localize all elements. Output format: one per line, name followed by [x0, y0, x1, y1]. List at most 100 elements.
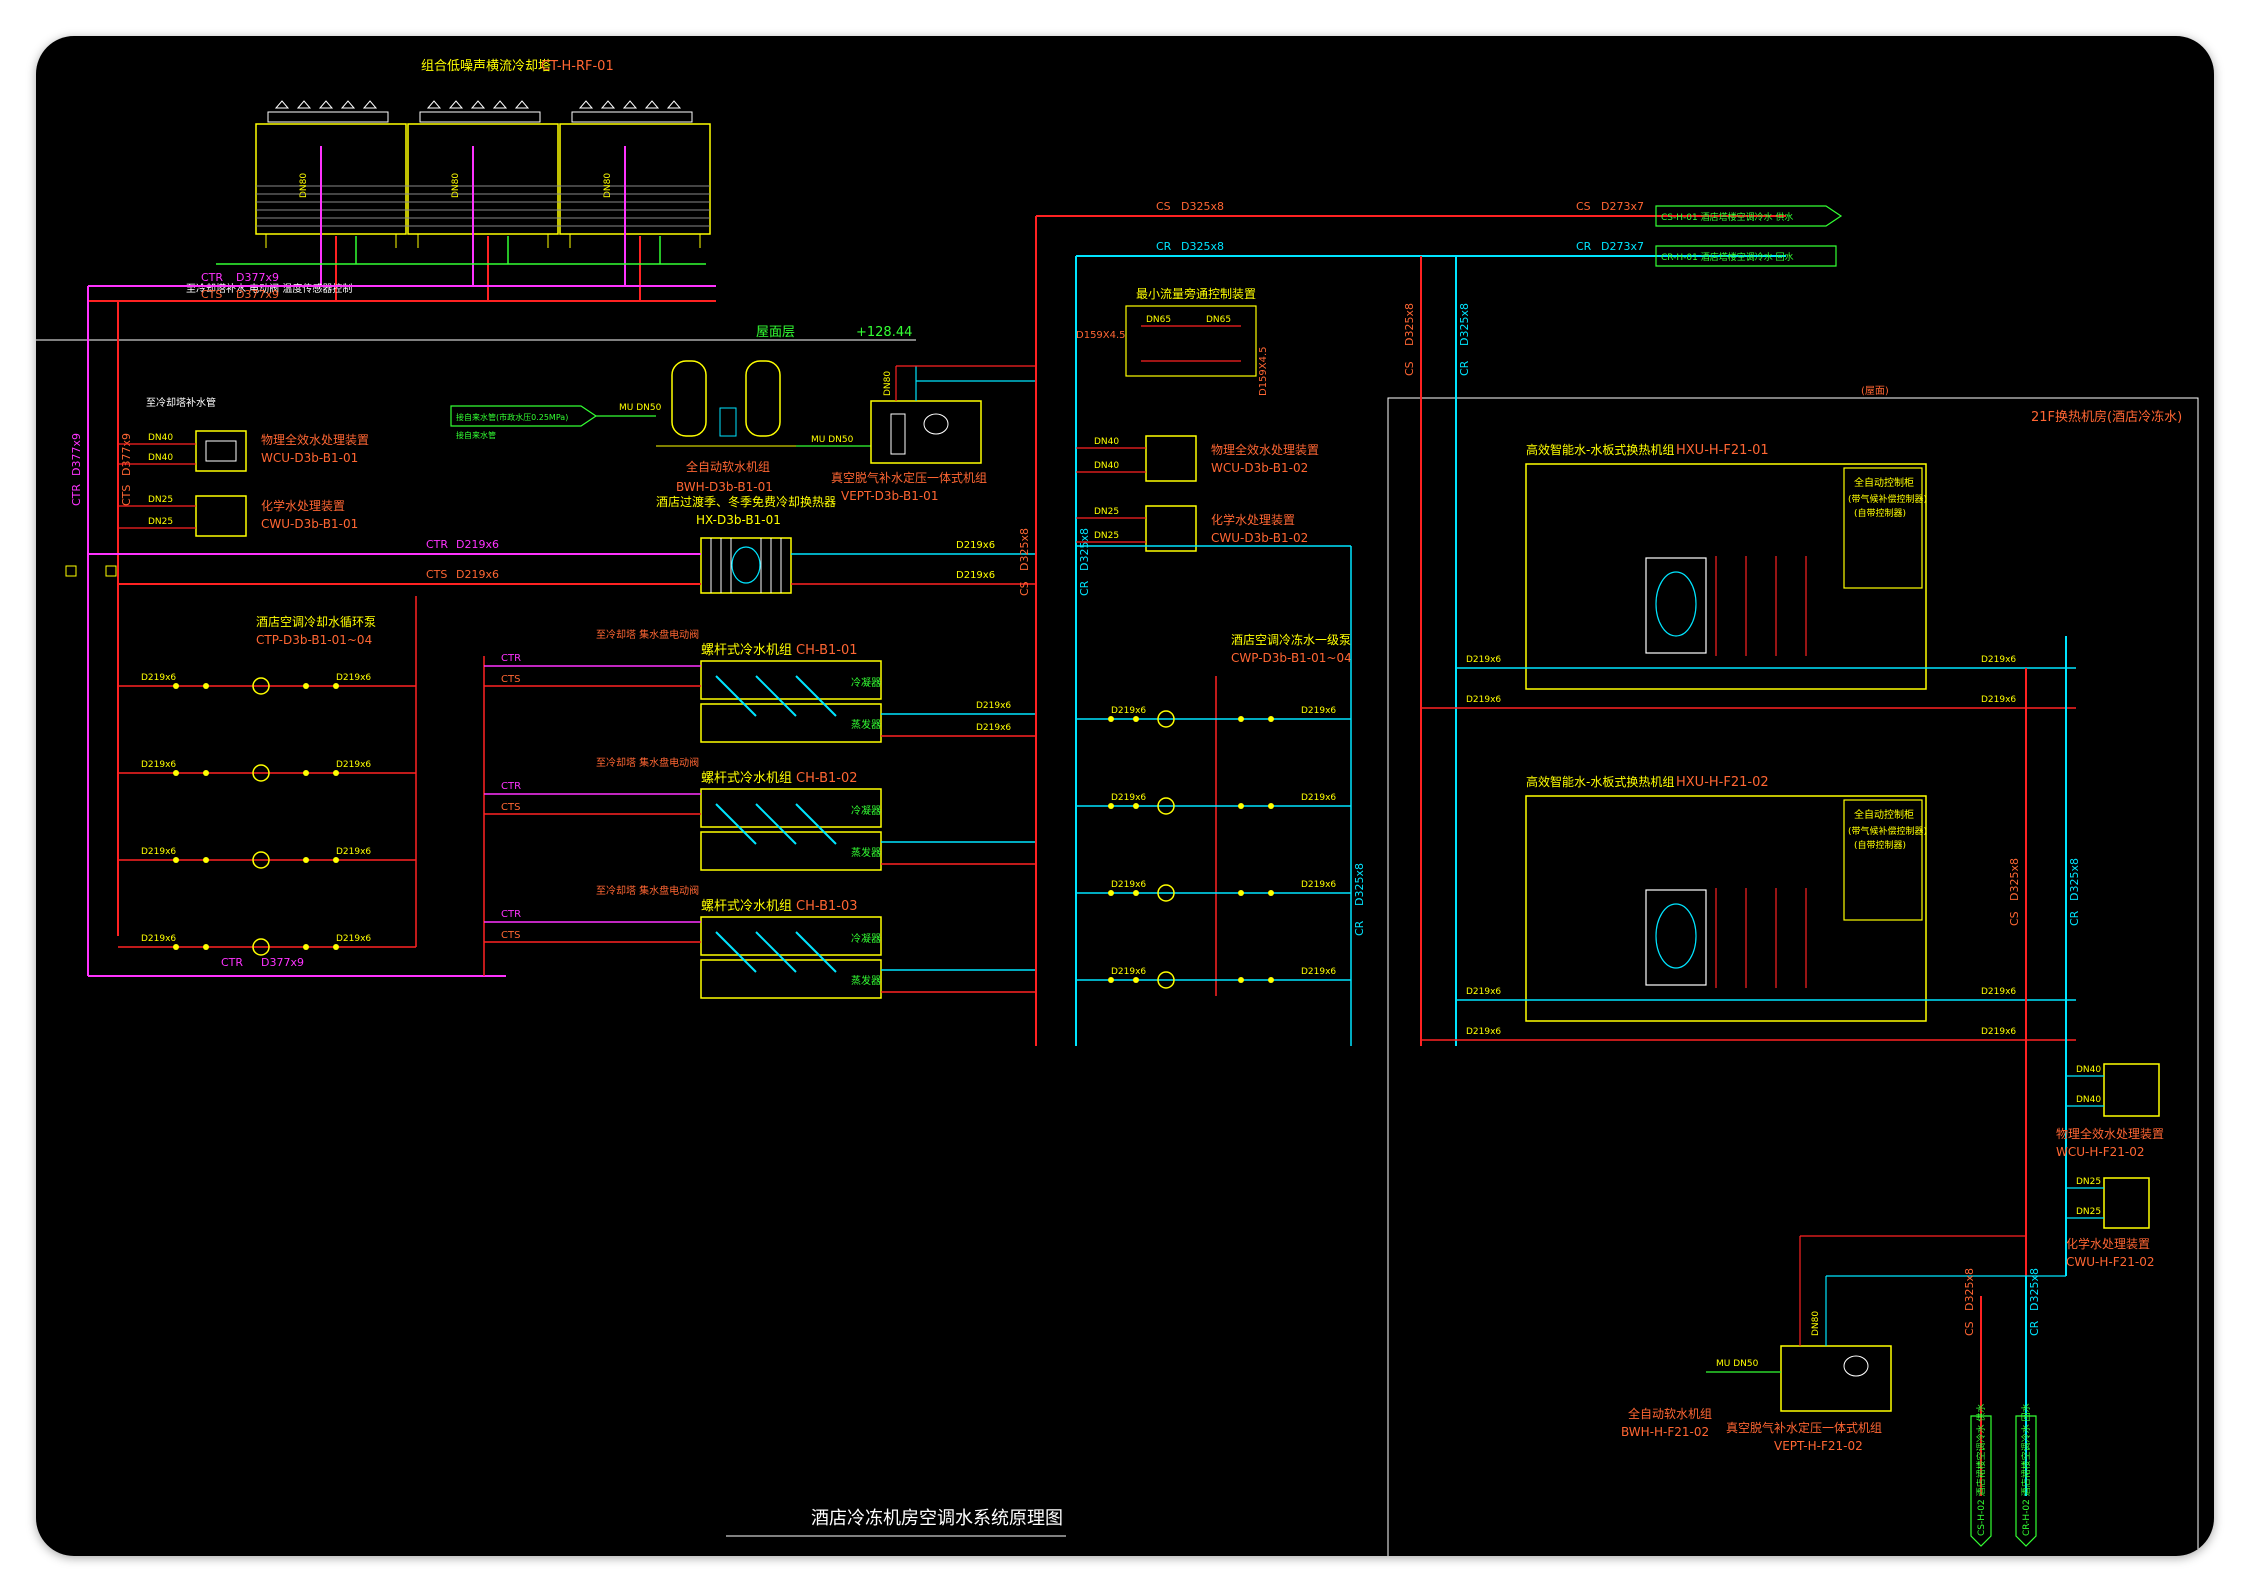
tower-cs-label: CS	[1963, 1321, 1976, 1336]
chillers: 至冷却塔 集水盘电动阀 螺杆式冷水机组 CH-B1-01 冷凝器 蒸发器 CTR…	[484, 628, 1036, 999]
wcu-b1-02-dn-out: DN40	[1094, 461, 1119, 471]
cwp-3-in-size: D219x6	[1111, 880, 1146, 890]
hx-ctr-label: CTR	[426, 538, 448, 551]
cr-tower-arrow	[2015, 1415, 2037, 1547]
chiller-3-name: 螺杆式冷水机组	[701, 899, 792, 914]
chiller-3-cts: CTS	[501, 930, 520, 941]
chiller-2: 至冷却塔 集水盘电动阀 螺杆式冷水机组 CH-B1-02 冷凝器 蒸发器 CTR…	[484, 756, 1036, 871]
cwp-tag: CWP-D3b-B1-01~04	[1231, 651, 1352, 665]
ctp-1-in-size: D219x6	[141, 673, 176, 683]
top-cr-size: D325x8	[1181, 240, 1224, 253]
left-ctr-size: D377x9	[70, 433, 83, 476]
ctp-pump-2	[252, 764, 270, 782]
hxu-01-out-size: D219x6	[1466, 695, 1501, 705]
drawing-title-text: 酒店冷冻机房空调水系统原理图	[811, 1508, 1063, 1529]
tower-dn-label-1: DN80	[299, 173, 309, 198]
city-water-note: 接自来水管	[456, 430, 496, 440]
out-cs-label: CS	[1576, 200, 1591, 213]
hxu-02-tag: HXU-H-F21-02	[1676, 775, 1769, 790]
left-cts-label: CTS	[120, 485, 133, 506]
cooling-tower-cell-1	[255, 123, 407, 235]
hx-cts-label: CTS	[426, 568, 447, 581]
chiller-1-cr-size: D219x6	[976, 701, 1011, 711]
chiller-2-note: 至冷却塔 集水盘电动阀	[596, 756, 699, 769]
ctp-2-out-size: D219x6	[336, 760, 371, 770]
cwp-name: 酒店空调冷冻水一级泵	[1231, 632, 1351, 647]
tower-cs-size: D325x8	[1963, 1268, 1976, 1311]
wcu-dn-in: DN40	[148, 433, 173, 443]
cwp-1-in-size: D219x6	[1111, 706, 1146, 716]
chiller-2-tag: CH-B1-02	[796, 771, 858, 786]
chiller-3-note: 至冷却塔 集水盘电动阀	[596, 884, 699, 897]
tower-headers: CTR D377x9 CTS D377x9 屋面层 +128.44	[36, 271, 916, 341]
tower-risers	[320, 146, 626, 286]
room-cs-size: D325x8	[1403, 303, 1416, 346]
bottom-ctr-label: CTR	[221, 956, 243, 969]
chiller-3-evaporator: 蒸发器	[851, 974, 881, 987]
chiller-2-cts: CTS	[501, 802, 520, 813]
cooling-tower-group: 组合低噪声横流冷却塔 CT-H-RF-01	[186, 59, 711, 301]
bypass-name: 最小流量旁通控制装置	[1136, 286, 1256, 301]
roof-elevation: +128.44	[856, 325, 912, 340]
chiller-1-tag: CH-B1-01	[796, 643, 858, 658]
hx-cr-size: D219x6	[956, 540, 995, 551]
cwu-dn-in: DN25	[148, 495, 173, 505]
cooling-tower-cell-3	[559, 123, 711, 235]
hxu-01: 高效智能水-水板式换热机组 HXU-H-F21-01 全自动控制柜 (带气候补偿…	[1421, 442, 2076, 709]
sec-cr-label: CR	[2068, 910, 2081, 926]
hxu-01-panel: 全自动控制柜	[1854, 476, 1914, 489]
room-cr-label: CR	[1458, 360, 1471, 376]
top-cs-label: CS	[1156, 200, 1171, 213]
ctp-4-in-size: D219x6	[141, 934, 176, 944]
chiller-2-condenser: 冷凝器	[851, 804, 881, 817]
top-cs-size: D325x8	[1181, 200, 1224, 213]
chilled-water-mains: CS D325x8 CR D325x8 CS D325x8 CR D325x8 …	[1018, 200, 1843, 1046]
tower-dn-label-3: DN80	[603, 173, 613, 198]
cooling-tower-cell-2	[407, 123, 559, 235]
cwp-cr-size: D325x8	[1353, 863, 1366, 906]
ctp-tag: CTP-D3b-B1-01~04	[256, 633, 372, 647]
vept-b1-01-name: 真空脱气补水定压一体式机组	[831, 470, 987, 485]
ctp-4-out-size: D219x6	[336, 934, 371, 944]
cwu-b1-01-box	[195, 495, 247, 537]
tower-fill-lines	[256, 185, 710, 227]
hxu-02-panel: 全自动控制柜	[1854, 808, 1914, 821]
water-treatment-b1-center: 物理全效水处理装置 WCU-D3b-B1-02 化学水处理装置 CWU-D3b-…	[1076, 435, 1319, 552]
vept-f21-name: 真空脱气补水定压一体式机组	[1726, 1420, 1882, 1435]
mu-dn50-in: MU DN50	[619, 403, 662, 413]
cwu-dn-out: DN25	[148, 517, 173, 527]
mu-dn50-out: MU DN50	[811, 435, 854, 445]
vept-f21-tag: VEPT-H-F21-02	[1774, 1439, 1863, 1453]
wcu-f21-dn-out: DN40	[2076, 1095, 2101, 1105]
bypass-left-size: D159X4.5	[1076, 330, 1126, 341]
hxu-02-panel-sub2: (自带控制器)	[1854, 839, 1906, 851]
wcu-f21-tag: WCU-H-F21-02	[2056, 1145, 2144, 1159]
chiller-1-ctr: CTR	[501, 653, 521, 664]
cwp-4-in-size: D219x6	[1111, 967, 1146, 977]
cooling-tower-tag: CT-H-RF-01	[541, 59, 614, 74]
bwh-b1-01-tag: BWH-D3b-B1-01	[676, 480, 773, 494]
chilled-pumps: 酒店空调冷冻水一级泵 CWP-D3b-B1-01~04 D219x6 D219x…	[1076, 545, 1366, 1046]
center-cr-label: CR	[1078, 580, 1091, 596]
chiller-1-cs-size: D219x6	[976, 723, 1011, 733]
left-mains: CTR D377x9 CTS D377x9 CTR D377x9 至冷却塔补水管	[65, 286, 506, 977]
wcu-f21-name: 物理全效水处理装置	[2056, 1126, 2164, 1141]
tower-fan-arrows	[267, 100, 693, 123]
cwu-b1-02-name: 化学水处理装置	[1211, 512, 1295, 527]
vept-b1-01-tag: VEPT-D3b-B1-01	[841, 489, 938, 503]
free-cooling-hx: 酒店过渡季、冬季免费冷却换热器 HX-D3b-B1-01 CTR D219x6 …	[88, 494, 1036, 594]
room-21f: 21F换热机房(酒店冷冻水) (屋面) CS D325x8 CR D325x8 …	[1387, 256, 2199, 1556]
cwu-b1-01-tag: CWU-D3b-B1-01	[261, 517, 358, 531]
cwu-f21-dn-out: DN25	[2076, 1207, 2101, 1217]
bypass-dn-2: DN65	[1206, 315, 1231, 325]
hxu-02: 高效智能水-水板式换热机组 HXU-H-F21-02 全自动控制柜 (带气候补偿…	[1421, 774, 2076, 1041]
room-21f-label: 21F换热机房(酒店冷冻水)	[2031, 409, 2182, 425]
bwh-tank-1	[671, 360, 707, 437]
hxu-01-panel-sub: (带气候补偿控制器)	[1848, 493, 1927, 505]
chiller-1-name: 螺杆式冷水机组	[701, 643, 792, 658]
ctp-pump-1	[252, 677, 270, 695]
hx-b1-01-body	[700, 537, 792, 594]
bypass-dn-1: DN65	[1146, 315, 1171, 325]
chiller-3: 至冷却塔 集水盘电动阀 螺杆式冷水机组 CH-B1-03 冷凝器 蒸发器 CTR…	[484, 884, 1036, 999]
cwp-pump-2	[1157, 797, 1175, 815]
